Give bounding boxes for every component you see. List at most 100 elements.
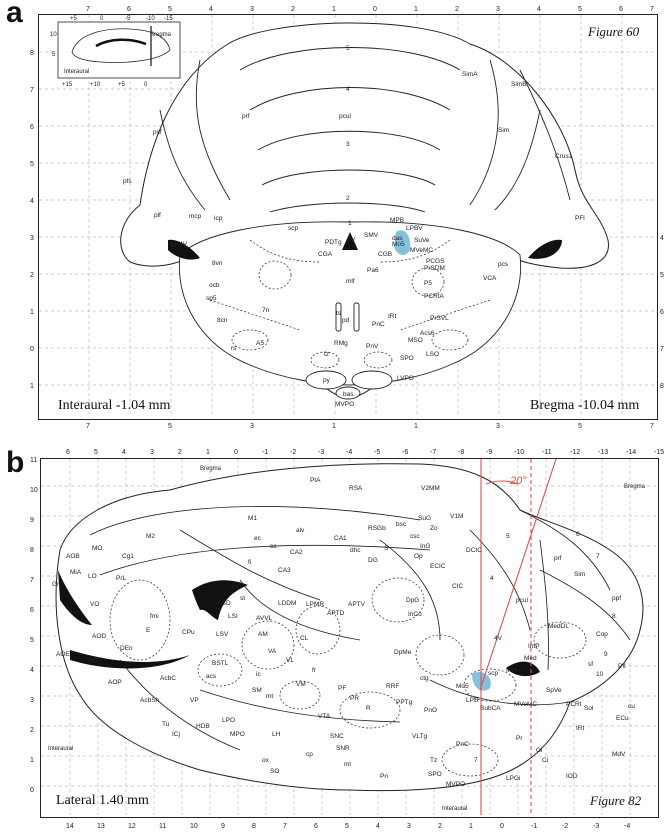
label-irt: IRt <box>388 313 397 320</box>
label-mvpo: MVPO <box>335 401 354 408</box>
label-irt-b: IRt <box>576 725 585 732</box>
label-pptg: PPTg <box>396 699 413 706</box>
side-tick: 1 <box>30 309 34 316</box>
label-pcul-b: pcul <box>516 597 528 604</box>
label-ctg: ctg <box>420 675 429 682</box>
label-lobule-5-b: 5 <box>506 533 510 540</box>
label-rmg: RMg <box>334 340 348 347</box>
label-simb: SimB <box>511 81 527 88</box>
bregma-value: Bregma -10.04 mm <box>530 398 640 413</box>
side-tick: 3 <box>30 697 34 704</box>
bottom-tick: 0 <box>500 823 504 830</box>
side-tick: 2 <box>30 272 34 279</box>
bottom-tick: 2 <box>438 823 442 830</box>
label-lpgi: LPGi <box>506 775 520 782</box>
label-prf-b: prf <box>554 555 562 562</box>
label-ca2: CA2 <box>290 549 303 556</box>
bottom-tick: 3 <box>496 423 500 430</box>
label-r: R <box>366 705 371 712</box>
label-dg: DG <box>368 557 378 564</box>
label-vl: VL <box>286 657 294 664</box>
side-tick: 6 <box>660 309 664 316</box>
inset-interaural-label: Interaural <box>64 69 89 75</box>
bregma-top-label: Bregma <box>200 466 222 472</box>
label-lddm: LDDM <box>278 600 296 607</box>
label-scp: scp <box>288 225 299 232</box>
top-tick: -10 <box>514 449 524 456</box>
bottom-tick: 8 <box>252 823 256 830</box>
bottom-tick: 6 <box>314 823 318 830</box>
label-den: DEn <box>120 645 133 652</box>
label-ecu: ECu <box>616 715 629 722</box>
label-lobule-8: 8 <box>612 613 616 620</box>
panel-b: b <box>0 440 671 834</box>
label-lpb: LPB <box>466 697 478 704</box>
label-lobule-10: 10 <box>596 671 604 678</box>
interaural-bottom-label: Interaural <box>442 806 467 812</box>
label-lv: LV <box>232 583 240 590</box>
top-tick: 4 <box>122 449 126 456</box>
label-aob: AOB <box>66 553 80 560</box>
side-tick: 0 <box>30 787 34 794</box>
label-sim-b: Sim <box>574 571 585 578</box>
label-pcs: pcs <box>498 261 509 268</box>
label-acs: acs <box>206 673 217 680</box>
label-lobule-2: 2 <box>346 195 350 202</box>
label-7n: 7n <box>262 307 270 314</box>
label-pf: PF <box>338 685 346 692</box>
label-zo: Zo <box>430 525 438 532</box>
label-sim: Sim <box>498 127 509 134</box>
label-acs6: Acs6 <box>420 330 435 337</box>
label-pfs: pfs <box>123 178 132 185</box>
label-lobule-3: 3 <box>346 141 350 148</box>
label-p5: P5 <box>424 280 432 287</box>
label-prsdm: PrSDM <box>424 265 445 272</box>
label-ppf: ppf <box>612 595 621 602</box>
label-dpg: DpG <box>406 597 419 604</box>
label-cl: CL <box>300 635 309 642</box>
bottom-tick: 4 <box>376 823 380 830</box>
label-bstl: BSTL <box>212 660 229 667</box>
top-tick: -1 <box>262 449 268 456</box>
label-m1: M1 <box>248 515 257 522</box>
label-cu: cu <box>628 703 635 710</box>
bottom-tick: 3 <box>407 823 411 830</box>
side-tick: 3 <box>30 235 34 242</box>
label-psf: psf <box>153 129 162 136</box>
label-cp: cp <box>306 751 313 758</box>
label-vo: VO <box>90 601 99 608</box>
label-lso: LSO <box>426 351 439 358</box>
inset-tick: -15 <box>164 16 173 22</box>
label-cgb: CGB <box>378 251 392 258</box>
side-tick: 7 <box>30 87 34 94</box>
side-tick: 2 <box>30 727 34 734</box>
label-vm: VM <box>296 681 306 688</box>
label-lsv: LSV <box>216 631 229 638</box>
label-fr: fr <box>312 667 317 674</box>
coronal-section-diagram: 5 4 3 2 1 pcul prf psf SimA SimB Sim Cru… <box>30 6 664 430</box>
label-v1m: V1M <box>450 513 463 520</box>
label-pcrta: PCRtA <box>424 293 445 300</box>
label-am: AM <box>258 631 268 638</box>
top-tick: -8 <box>458 449 464 456</box>
label-acbc: AcbC <box>160 675 176 682</box>
label-dcic: DCIC <box>466 547 482 554</box>
label-ox: ox <box>262 757 270 764</box>
top-tick: 5 <box>94 449 98 456</box>
label-aod: AOD <box>92 633 106 640</box>
label-csc: csc <box>410 533 421 540</box>
label-smv: SMV <box>364 232 379 239</box>
side-tick: 6 <box>30 607 34 614</box>
label-op: Op <box>414 553 423 560</box>
inset-tick: +5 <box>70 16 78 22</box>
label-ca1: CA1 <box>334 535 347 542</box>
label-dpme: DpMe <box>394 649 412 656</box>
label-hdb: HDB <box>196 723 210 730</box>
label-cop: Cop <box>596 631 608 638</box>
label-pdtg: PDTg <box>325 239 342 246</box>
label-aptv: APTV <box>348 601 366 608</box>
label-intp: IntP <box>528 643 540 650</box>
label-vp: VP <box>190 697 199 704</box>
top-tick: -13 <box>598 449 608 456</box>
label-spo-b: SPO <box>428 771 442 778</box>
